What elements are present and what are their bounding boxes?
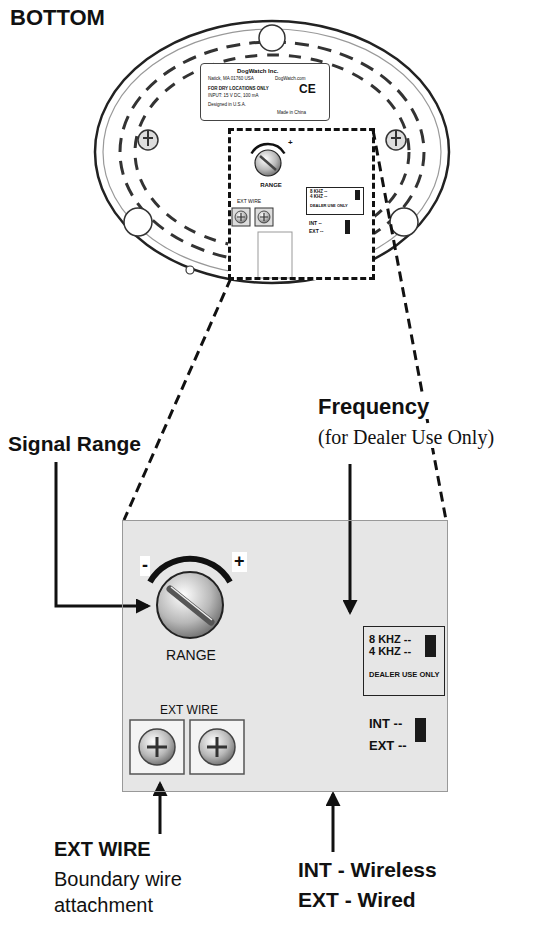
- callout-label: INT - Wireless: [296, 858, 439, 881]
- panel-text: EXT --: [369, 739, 407, 753]
- zoom-leader: [124, 130, 446, 520]
- panel-text: RANGE: [260, 182, 282, 189]
- panel-text: Natick, MA 01760 USA: [208, 77, 254, 82]
- panel-text: INPUT: 15 V DC, 100 mA: [208, 94, 259, 99]
- panel-text: INT --: [309, 221, 322, 227]
- housing: [95, 21, 449, 283]
- panel-text: RANGE: [166, 648, 216, 663]
- panel-text: Designed in U.S.A.: [208, 103, 246, 108]
- range-sign: +: [232, 552, 247, 572]
- panel-text: 4 KHZ --: [310, 195, 360, 200]
- panel-text: INT --: [369, 717, 402, 731]
- callout-label: EXT - Wired: [296, 888, 418, 911]
- panel-text: EXT --: [309, 229, 323, 235]
- range-sign: +: [286, 139, 295, 148]
- frequency-box: 8 KHZ --4 KHZ --DEALER USE ONLY: [363, 626, 445, 696]
- callout-label: Signal Range: [6, 432, 143, 455]
- rating-plate: DogWatch Inc. Natick, MA 01760 USA DogWatc…: [200, 63, 330, 121]
- callout-label: Frequency: [316, 395, 431, 419]
- panel-text: FOR DRY LOCATIONS ONLY: [208, 87, 269, 92]
- enlarged-panel-parts: [122, 520, 448, 792]
- panel-text: Made in China: [277, 111, 306, 116]
- small-panel-parts: [232, 144, 285, 226]
- panel-text: CE: [299, 83, 316, 96]
- slide-switch: [345, 220, 350, 234]
- slide-switch: [415, 718, 426, 742]
- callout-note: (for Dealer Use Only): [316, 426, 496, 448]
- panel-text: DogWatch.com: [275, 77, 306, 82]
- control-panel-small: 8 KHZ --4 KHZ --DEALER USE ONLYRANGEEXT …: [228, 128, 375, 280]
- panel-text: DogWatch Inc.: [237, 68, 278, 75]
- callout-label: EXT WIRE: [52, 838, 153, 860]
- panel-text: DEALER USE ONLY: [310, 204, 360, 208]
- panel-text: EXT WIRE: [160, 704, 218, 717]
- range-sign: -: [140, 556, 150, 576]
- slide-switch: [425, 635, 436, 657]
- frequency-box-small: 8 KHZ --4 KHZ --DEALER USE ONLY: [306, 187, 364, 215]
- callout-note: Boundary wire attachment: [52, 866, 231, 918]
- view-title: BOTTOM: [10, 6, 105, 30]
- panel-text: EXT WIRE: [237, 199, 261, 205]
- panel-text: DEALER USE ONLY: [369, 671, 439, 679]
- control-panel: 8 KHZ --4 KHZ --DEALER USE ONLY RANGE EXT …: [122, 520, 448, 792]
- slide-switch: [355, 190, 360, 200]
